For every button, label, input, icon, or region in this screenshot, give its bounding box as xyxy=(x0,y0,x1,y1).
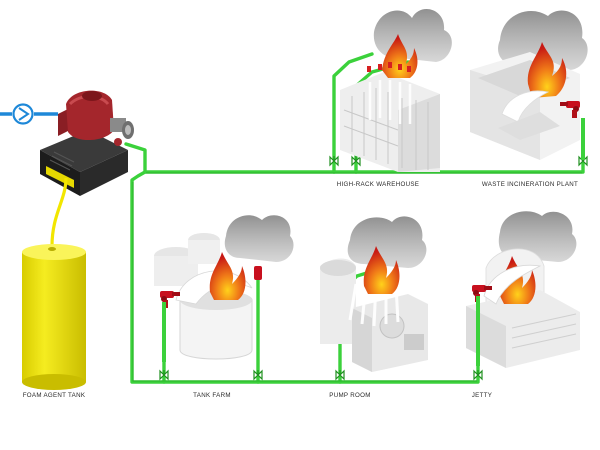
smoke-icon xyxy=(224,215,294,262)
flame-icon xyxy=(499,256,536,304)
water-inlet xyxy=(0,103,58,125)
tank-farm-label: TANK FARM xyxy=(193,392,231,399)
waste-incineration-plant-label: WASTE INCINERATION PLANT xyxy=(481,181,579,188)
foam-supply-line xyxy=(50,177,68,247)
high-rack-warehouse-label: HIGH-RACK WAREHOUSE xyxy=(336,181,420,188)
waste-incineration-plant xyxy=(470,10,588,160)
foam-agent-tank xyxy=(22,244,86,390)
jetty xyxy=(466,211,580,368)
high-rack-warehouse xyxy=(340,8,452,172)
tank-farm xyxy=(154,215,294,362)
flame-icon xyxy=(527,42,567,98)
pump-skid xyxy=(40,90,134,196)
pump-room xyxy=(320,216,428,372)
pump-symbol-icon xyxy=(12,103,34,125)
flame-icon xyxy=(363,246,400,294)
smoke-icon xyxy=(373,8,452,63)
foam-agent-tank-label: FOAM AGENT TANK xyxy=(22,392,86,399)
smoke-icon xyxy=(347,216,427,268)
jetty-label: JETTY xyxy=(471,392,493,399)
pump-room-label: PUMP ROOM xyxy=(329,392,371,399)
flame-icon xyxy=(209,252,246,300)
